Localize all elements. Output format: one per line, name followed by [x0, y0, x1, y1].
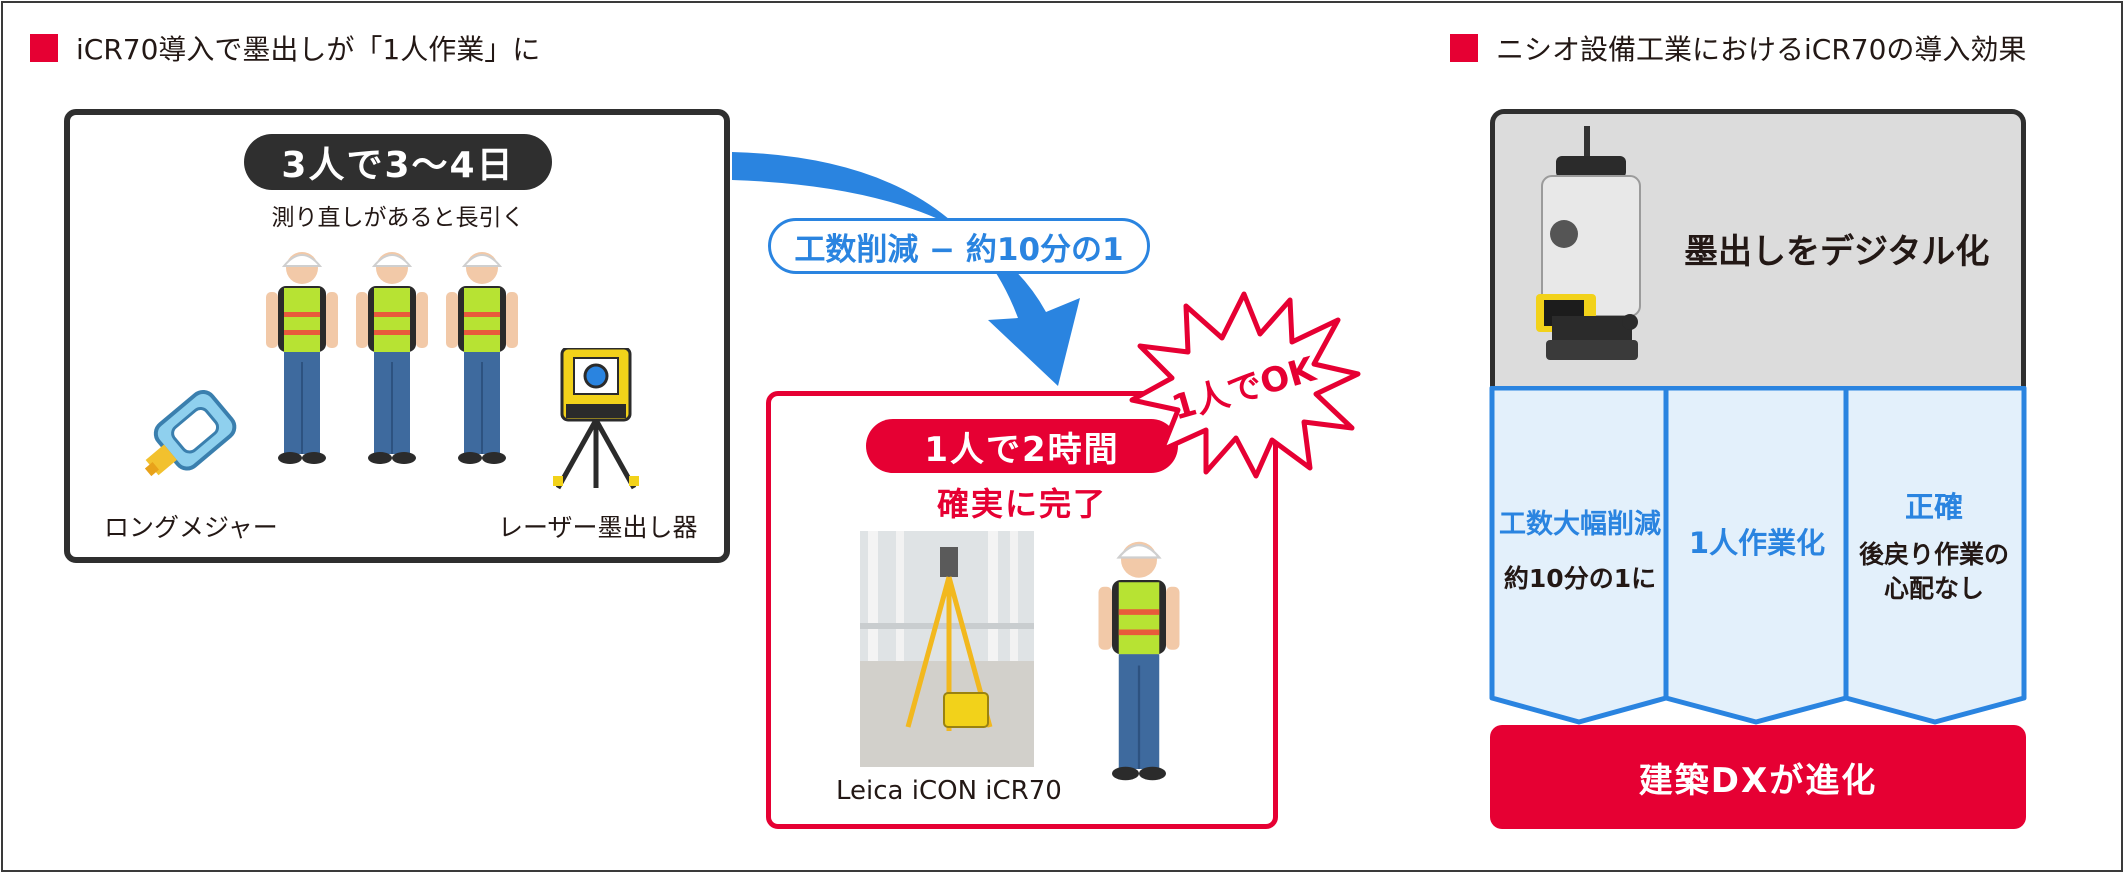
- photo-caption: Leica iCON iCR70: [836, 776, 1062, 806]
- after-badge: 1人で2時間: [866, 419, 1178, 473]
- benefit-column-3: 正確 後戻り作業の心配なし: [1852, 484, 2016, 606]
- benefit-3-detail: 後戻り作業の心配なし: [1858, 540, 2009, 603]
- benefit-column-2: 1人作業化: [1668, 520, 1846, 562]
- site-photo: [860, 531, 1034, 767]
- benefit-column-1: 工数大幅削減 約10分の1に: [1494, 502, 1666, 595]
- laser-level-label: レーザー墨出し器: [498, 513, 698, 542]
- laser-level-icon: [553, 348, 639, 490]
- left-section-title-text: iCR70導入で墨出しが「1人作業」に: [76, 33, 541, 66]
- benefit-1-heading: 工数大幅削減: [1499, 509, 1661, 540]
- benefit-1-detail: 約10分の1に: [1503, 564, 1657, 593]
- benefit-3-heading: 正確: [1904, 490, 1963, 524]
- device-caption: 墨出しをデジタル化: [1684, 232, 1990, 272]
- tape-measure-label: ロングメジャー: [104, 513, 278, 542]
- title-marker-square: [1450, 34, 1478, 62]
- benefit-columns: [1489, 386, 2027, 725]
- right-section-title: ニシオ設備工業におけるiCR70の導入効果: [1450, 28, 2026, 68]
- after-note: 確実に完了: [936, 485, 1107, 523]
- before-note: 測り直しがあると長引く: [271, 205, 525, 231]
- right-section-title-text: ニシオ設備工業におけるiCR70の導入効果: [1496, 33, 2027, 66]
- total-station-icon: [1536, 126, 1641, 360]
- benefit-2-heading: 1人作業化: [1688, 526, 1826, 560]
- conclusion-banner: 建築DXが進化: [1490, 725, 2026, 829]
- three-workers-illustration: [265, 251, 519, 465]
- left-section-title: iCR70導入で墨出しが「1人作業」に: [30, 28, 540, 68]
- reduction-label: 工数削減 − 約10分の1: [768, 218, 1150, 274]
- before-badge: 3人で3〜4日: [244, 134, 552, 190]
- title-marker-square: [30, 34, 58, 62]
- single-worker-illustration: [1098, 541, 1180, 781]
- starburst-badge: 1人でOK: [1129, 291, 1361, 479]
- tape-measure-icon: [144, 389, 237, 477]
